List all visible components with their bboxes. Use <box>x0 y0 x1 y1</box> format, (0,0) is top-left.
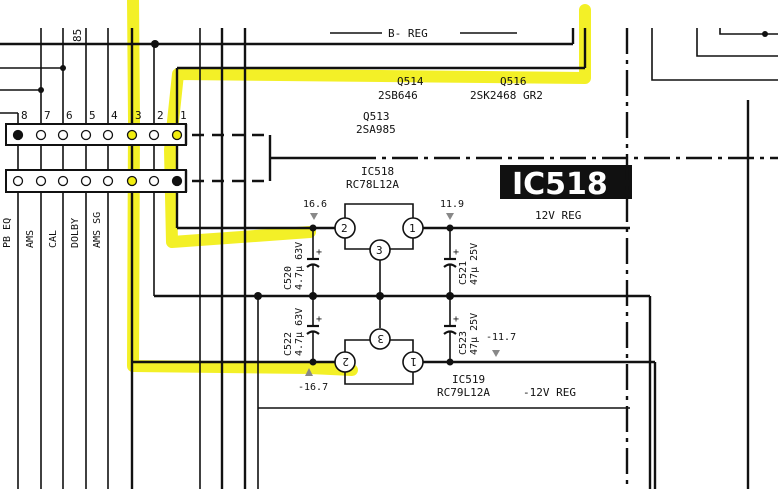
capacitor-c521: + <box>443 228 459 296</box>
signal-label: DOLBY <box>70 218 81 248</box>
ic519-part: RC79L12A <box>437 386 490 399</box>
capacitor-c523: + <box>443 296 459 362</box>
ic519-vout-testpoint: -11.7 <box>486 332 516 343</box>
testpoint-marker-icon <box>305 368 313 376</box>
ic518-pin-2-label: 2 <box>341 222 348 235</box>
q516-part: 2SK2468 GR2 <box>470 89 543 102</box>
ic518-pin-1-label: 1 <box>409 222 416 235</box>
c522-ref: C522 <box>283 332 294 356</box>
ic518-vout-testpoint: 11.9 <box>440 199 464 210</box>
connector-pin <box>102 129 114 141</box>
connector-pin-numbers: 8 7 6 5 4 3 2 1 <box>21 109 187 122</box>
c521-value: 47µ 25V <box>469 243 480 285</box>
ic519-pin-1 <box>402 351 424 373</box>
pin85-label: 85 <box>71 29 84 42</box>
top-bus <box>0 28 587 70</box>
ic518-part: RC78L12A <box>346 178 399 191</box>
capacitor-c520: + <box>306 228 322 296</box>
connector-signal-labels: PB EQ AMS CAL DOLBY AMS SG <box>2 212 103 248</box>
ic518-badge-text: IC518 <box>512 167 608 202</box>
c523-ref: C523 <box>458 331 469 355</box>
ic519-function: -12V REG <box>523 386 576 399</box>
pin-number: 8 <box>21 109 28 122</box>
pin-number: 5 <box>89 109 96 122</box>
junction-dot <box>151 40 159 48</box>
ic518-function: 12V REG <box>535 209 581 222</box>
connector-pin <box>148 129 160 141</box>
connector-pin <box>35 175 47 187</box>
q514-part: 2SB646 <box>378 89 418 102</box>
ic519-pin-3 <box>369 328 391 350</box>
connector-pin <box>171 175 183 187</box>
c520-value: 4.7µ 63V <box>294 242 305 290</box>
pin-number: 4 <box>111 109 118 122</box>
connector-top <box>5 123 188 146</box>
connector-pin <box>171 129 183 141</box>
connector-pin <box>35 129 47 141</box>
ic518-pin-3-label: 3 <box>376 244 383 257</box>
connector-pin <box>148 175 160 187</box>
pin-number: 7 <box>44 109 51 122</box>
connector-pin <box>102 175 114 187</box>
ic518-ref: IC518 <box>361 165 394 178</box>
ic519-pin-3-label: 3 <box>377 332 384 345</box>
connector-pin <box>12 129 24 141</box>
connector-pins <box>12 129 183 187</box>
b-reg-label: B- REG <box>388 27 428 40</box>
c520-ref: C520 <box>283 266 294 290</box>
testpoint-marker-icon <box>310 213 318 220</box>
svg-text:+: + <box>316 314 322 325</box>
pin-number: 3 <box>135 109 142 122</box>
connector-pin <box>126 175 138 187</box>
c521-ref: C521 <box>458 261 469 285</box>
connector-pin <box>80 129 92 141</box>
q514-ref: Q514 <box>397 75 424 88</box>
q513-ref: Q513 <box>363 110 390 123</box>
connector-pin <box>80 175 92 187</box>
svg-text:+: + <box>316 247 322 258</box>
c522-value: 4.7µ 63V <box>294 308 305 356</box>
svg-text:+: + <box>453 247 459 258</box>
testpoint-marker-icon <box>446 213 454 220</box>
connector-bottom <box>5 169 188 193</box>
q513-part: 2SA985 <box>356 123 396 136</box>
connector-pin <box>126 129 138 141</box>
ic519-pin-1-label: 1 <box>410 355 417 368</box>
connector-pin <box>12 175 24 187</box>
ic518-badge <box>500 165 632 199</box>
c523-value: 47µ 25V <box>469 313 480 355</box>
pin-number: 2 <box>157 109 164 122</box>
ic519-pin-2-label: 2 <box>342 355 349 368</box>
pin-number: 6 <box>66 109 73 122</box>
signal-label: CAL <box>48 230 59 248</box>
connector-pin <box>57 175 69 187</box>
signal-label: AMS SG <box>92 212 103 248</box>
ic518-pin-2 <box>334 217 356 239</box>
q516-ref: Q516 <box>500 75 527 88</box>
ic519-vin-testpoint: -16.7 <box>298 382 328 393</box>
ic519-ref: IC519 <box>452 373 485 386</box>
pin-number: 1 <box>180 109 187 122</box>
signal-label: AMS <box>25 230 36 248</box>
ic518-vin-testpoint: 16.6 <box>303 199 327 210</box>
vertical-wires <box>0 28 247 489</box>
ic519-pin-2 <box>334 351 356 373</box>
capacitor-c522: + <box>306 296 322 362</box>
signal-label: PB EQ <box>2 218 13 248</box>
ic518-pin-1 <box>402 217 424 239</box>
svg-text:+: + <box>453 314 459 325</box>
connector-pin <box>57 129 69 141</box>
testpoint-marker-icon <box>492 350 500 357</box>
